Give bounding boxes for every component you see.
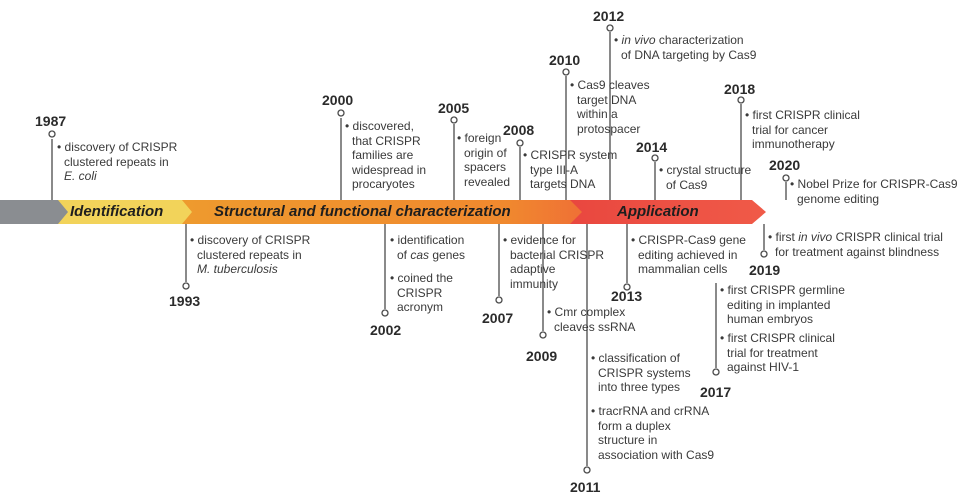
node-2020 <box>782 174 790 182</box>
year-2020: 2020 <box>769 157 801 173</box>
year-2005: 2005 <box>438 100 470 116</box>
year-2010: 2010 <box>549 52 581 68</box>
node-2002 <box>381 309 389 317</box>
note-2014: • crystal structure of Cas9 <box>659 163 752 192</box>
node-2012 <box>606 24 614 32</box>
node-2017 <box>712 368 720 376</box>
node-2000 <box>337 109 345 117</box>
year-2013: 2013 <box>611 288 643 304</box>
note-2002-a: • identification of cas genes <box>390 233 466 262</box>
node-2008 <box>516 139 524 147</box>
note-2008: • CRISPR system type III-A targets DNA <box>523 148 618 191</box>
italic-term: in vivo <box>798 230 833 244</box>
node-2010 <box>562 68 570 76</box>
node-2009 <box>539 331 547 339</box>
arrow-segment-application <box>570 200 766 224</box>
phase-identification-label: Identification <box>70 203 164 220</box>
year-2012: 2012 <box>593 8 625 24</box>
year-2011: 2011 <box>570 479 601 495</box>
year-1987: 1987 <box>35 113 67 129</box>
node-2014 <box>651 154 659 162</box>
year-2014: 2014 <box>636 139 668 155</box>
note-2000: • discovered, that CRISPR families are w… <box>345 119 427 191</box>
year-2019: 2019 <box>749 262 781 278</box>
note-2020: • Nobel Prize for CRISPR-Cas9 genome edi… <box>790 177 958 206</box>
arrow-segment-identification <box>58 200 196 224</box>
year-2017: 2017 <box>700 384 732 400</box>
year-2000: 2000 <box>322 92 354 108</box>
arrow-segment-start <box>0 200 72 224</box>
italic-term: cas <box>410 247 430 262</box>
phase-structural-label: Structural and functional characterizati… <box>214 203 511 220</box>
note-2005: • foreign origin of spacers revealed <box>457 131 511 189</box>
arrow-segment-structural <box>182 200 586 224</box>
connectors <box>48 24 790 474</box>
year-2018: 2018 <box>724 81 756 97</box>
node-2011 <box>583 466 591 474</box>
year-1993: 1993 <box>169 293 201 309</box>
note-2007: • evidence for bacterial CRISPR adaptive… <box>503 233 605 291</box>
year-2007: 2007 <box>482 310 514 326</box>
note-2012: • in vivo characterization of DNA target… <box>614 33 757 62</box>
node-2005 <box>450 116 458 124</box>
note-2011-b: • tracrRNA and crRNA form a duplex struc… <box>591 404 715 462</box>
note-2017-a: • first CRISPR germline editing in impla… <box>720 283 845 326</box>
phase-application-label: Application <box>617 203 699 220</box>
italic-term: in vivo <box>621 33 656 47</box>
year-2008: 2008 <box>503 122 535 138</box>
node-2007 <box>495 296 503 304</box>
note-2013: • CRISPR-Cas9 gene editing achieved in m… <box>631 233 746 276</box>
year-2009: 2009 <box>526 348 558 364</box>
note-2009: • Cmr complex cleaves ssRNA <box>547 305 636 334</box>
node-2013 <box>623 283 631 291</box>
note-2018: • first CRISPR clinical trial for cancer… <box>745 108 860 151</box>
note-2011-a: • classification of CRISPR systems into … <box>591 351 691 394</box>
node-1993 <box>182 282 190 290</box>
note-2019: • first in vivo CRISPR clinical trial fo… <box>768 230 943 259</box>
note-2017-b: • first CRISPR clinical trial for treatm… <box>720 331 835 374</box>
note-2002-b: • coined the CRISPR acronym <box>390 271 453 314</box>
node-2018 <box>737 96 745 104</box>
year-2002: 2002 <box>370 322 402 338</box>
note-2010: • Cas9 cleaves target DNA within a proto… <box>570 78 650 136</box>
note-1993: • discovery of CRISPR clustered repeats … <box>190 233 311 276</box>
note-1987: • discovery of CRISPR clustered repeats … <box>57 140 178 183</box>
node-2019 <box>760 250 768 258</box>
node-1987 <box>48 130 56 138</box>
